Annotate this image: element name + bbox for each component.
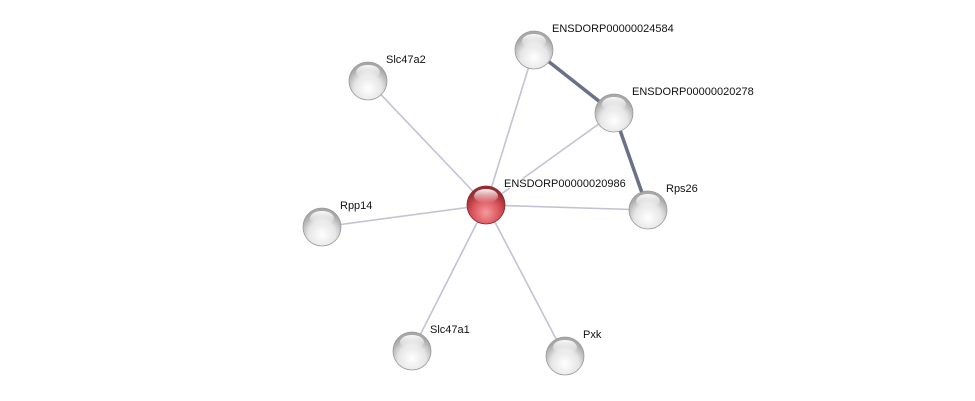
node-label: ENSDORP00000020278 xyxy=(632,86,754,98)
node-Rps26[interactable]: Rps26 xyxy=(628,182,699,230)
node-highlight xyxy=(553,340,577,354)
node-Rpp14[interactable]: Rpp14 xyxy=(302,199,373,247)
node-label: ENSDORP00000020986 xyxy=(504,178,626,190)
node-ENSDORP00000020986[interactable]: ENSDORP00000020986 xyxy=(466,177,627,225)
node-highlight xyxy=(474,189,498,203)
node-highlight xyxy=(522,34,546,48)
node-Slc47a1[interactable]: Slc47a1 xyxy=(392,323,471,371)
edge-ENSDORP00000020986-Slc47a2[interactable] xyxy=(367,80,487,206)
node-label: Rpp14 xyxy=(340,200,372,212)
edge-ENSDORP00000020986-Rps26[interactable] xyxy=(485,204,649,211)
edge-ENSDORP00000020986-ENSDORP00000020278[interactable] xyxy=(485,112,615,206)
node-highlight xyxy=(636,194,660,208)
node-highlight xyxy=(356,65,380,79)
node-label: ENSDORP00000024584 xyxy=(552,23,674,35)
node-label: Slc47a1 xyxy=(430,324,470,336)
edge-ENSDORP00000020986-ENSDORP00000024584[interactable] xyxy=(485,49,535,206)
node-highlight xyxy=(310,211,334,225)
node-Pxk[interactable]: Pxk xyxy=(545,328,603,376)
edge-ENSDORP00000020986-Rpp14[interactable] xyxy=(321,204,487,228)
edge-ENSDORP00000020986-Slc47a1[interactable] xyxy=(411,204,487,352)
edge-ENSDORP00000020986-Pxk[interactable] xyxy=(485,204,566,357)
node-ENSDORP00000020278[interactable]: ENSDORP00000020278 xyxy=(594,85,755,133)
node-ENSDORP00000024584[interactable]: ENSDORP00000024584 xyxy=(514,22,675,70)
node-label: Pxk xyxy=(583,329,602,341)
node-highlight xyxy=(602,97,626,111)
node-label: Slc47a2 xyxy=(386,54,426,66)
node-Slc47a2[interactable]: Slc47a2 xyxy=(348,53,427,101)
node-highlight xyxy=(400,335,424,349)
node-label: Rps26 xyxy=(666,183,698,195)
